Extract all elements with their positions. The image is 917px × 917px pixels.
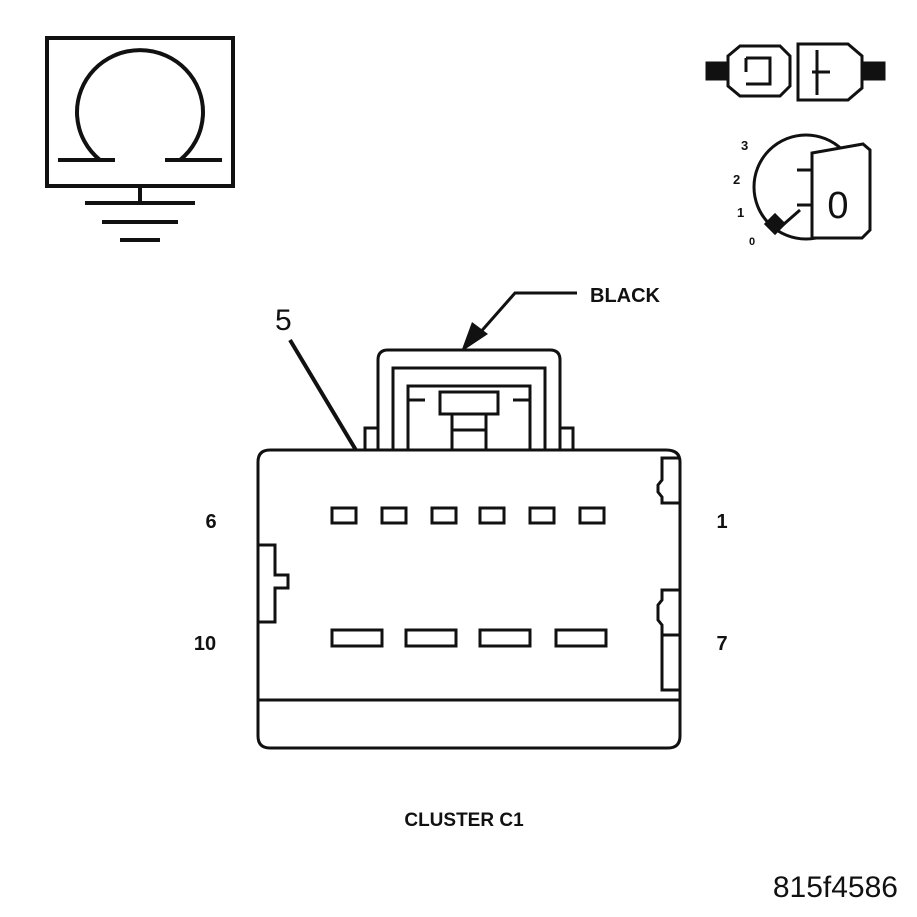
- color-arrowhead: [461, 322, 488, 352]
- ignition-position-0: 0: [749, 236, 755, 248]
- cavity-row-top: [330, 506, 606, 525]
- connector-latch: [363, 348, 575, 456]
- cavity-pin-2: [528, 506, 556, 525]
- cavity-pin-10: [330, 628, 384, 648]
- ignition-position-1: 1: [737, 205, 744, 220]
- cavity-pin-8: [478, 628, 532, 648]
- probe-pin-number: 5: [275, 304, 292, 337]
- cavity-row-bottom: [330, 628, 608, 648]
- ignition-key-icon: [752, 133, 872, 241]
- cavity-pin-7: [554, 628, 608, 648]
- pin-label-bottom-left: 10: [194, 633, 216, 655]
- color-leader-line: [476, 291, 577, 336]
- ignition-position-3: 3: [741, 138, 748, 153]
- connector-name: CLUSTER C1: [404, 810, 524, 831]
- cavity-pin-5: [380, 506, 408, 525]
- connector-color-label: BLACK: [590, 285, 661, 307]
- pin-label-bottom-right: 7: [716, 633, 727, 655]
- cavity-pin-6: [330, 506, 358, 525]
- connector-body: [256, 448, 682, 750]
- cavity-pin-3: [478, 506, 506, 525]
- cavity-pin-1: [578, 506, 606, 525]
- cavity-pin-4: [430, 506, 458, 525]
- pin-label-top-right: 1: [716, 511, 727, 533]
- ohmmeter-icon: [45, 36, 235, 242]
- connector-disconnect-icon: [705, 42, 886, 102]
- ignition-position-2: 2: [733, 172, 740, 187]
- pin-label-top-left: 6: [205, 511, 216, 533]
- figure-id: 815f4586: [773, 871, 898, 904]
- ignition-key-position: 0: [827, 185, 848, 227]
- cavity-pin-9: [404, 628, 458, 648]
